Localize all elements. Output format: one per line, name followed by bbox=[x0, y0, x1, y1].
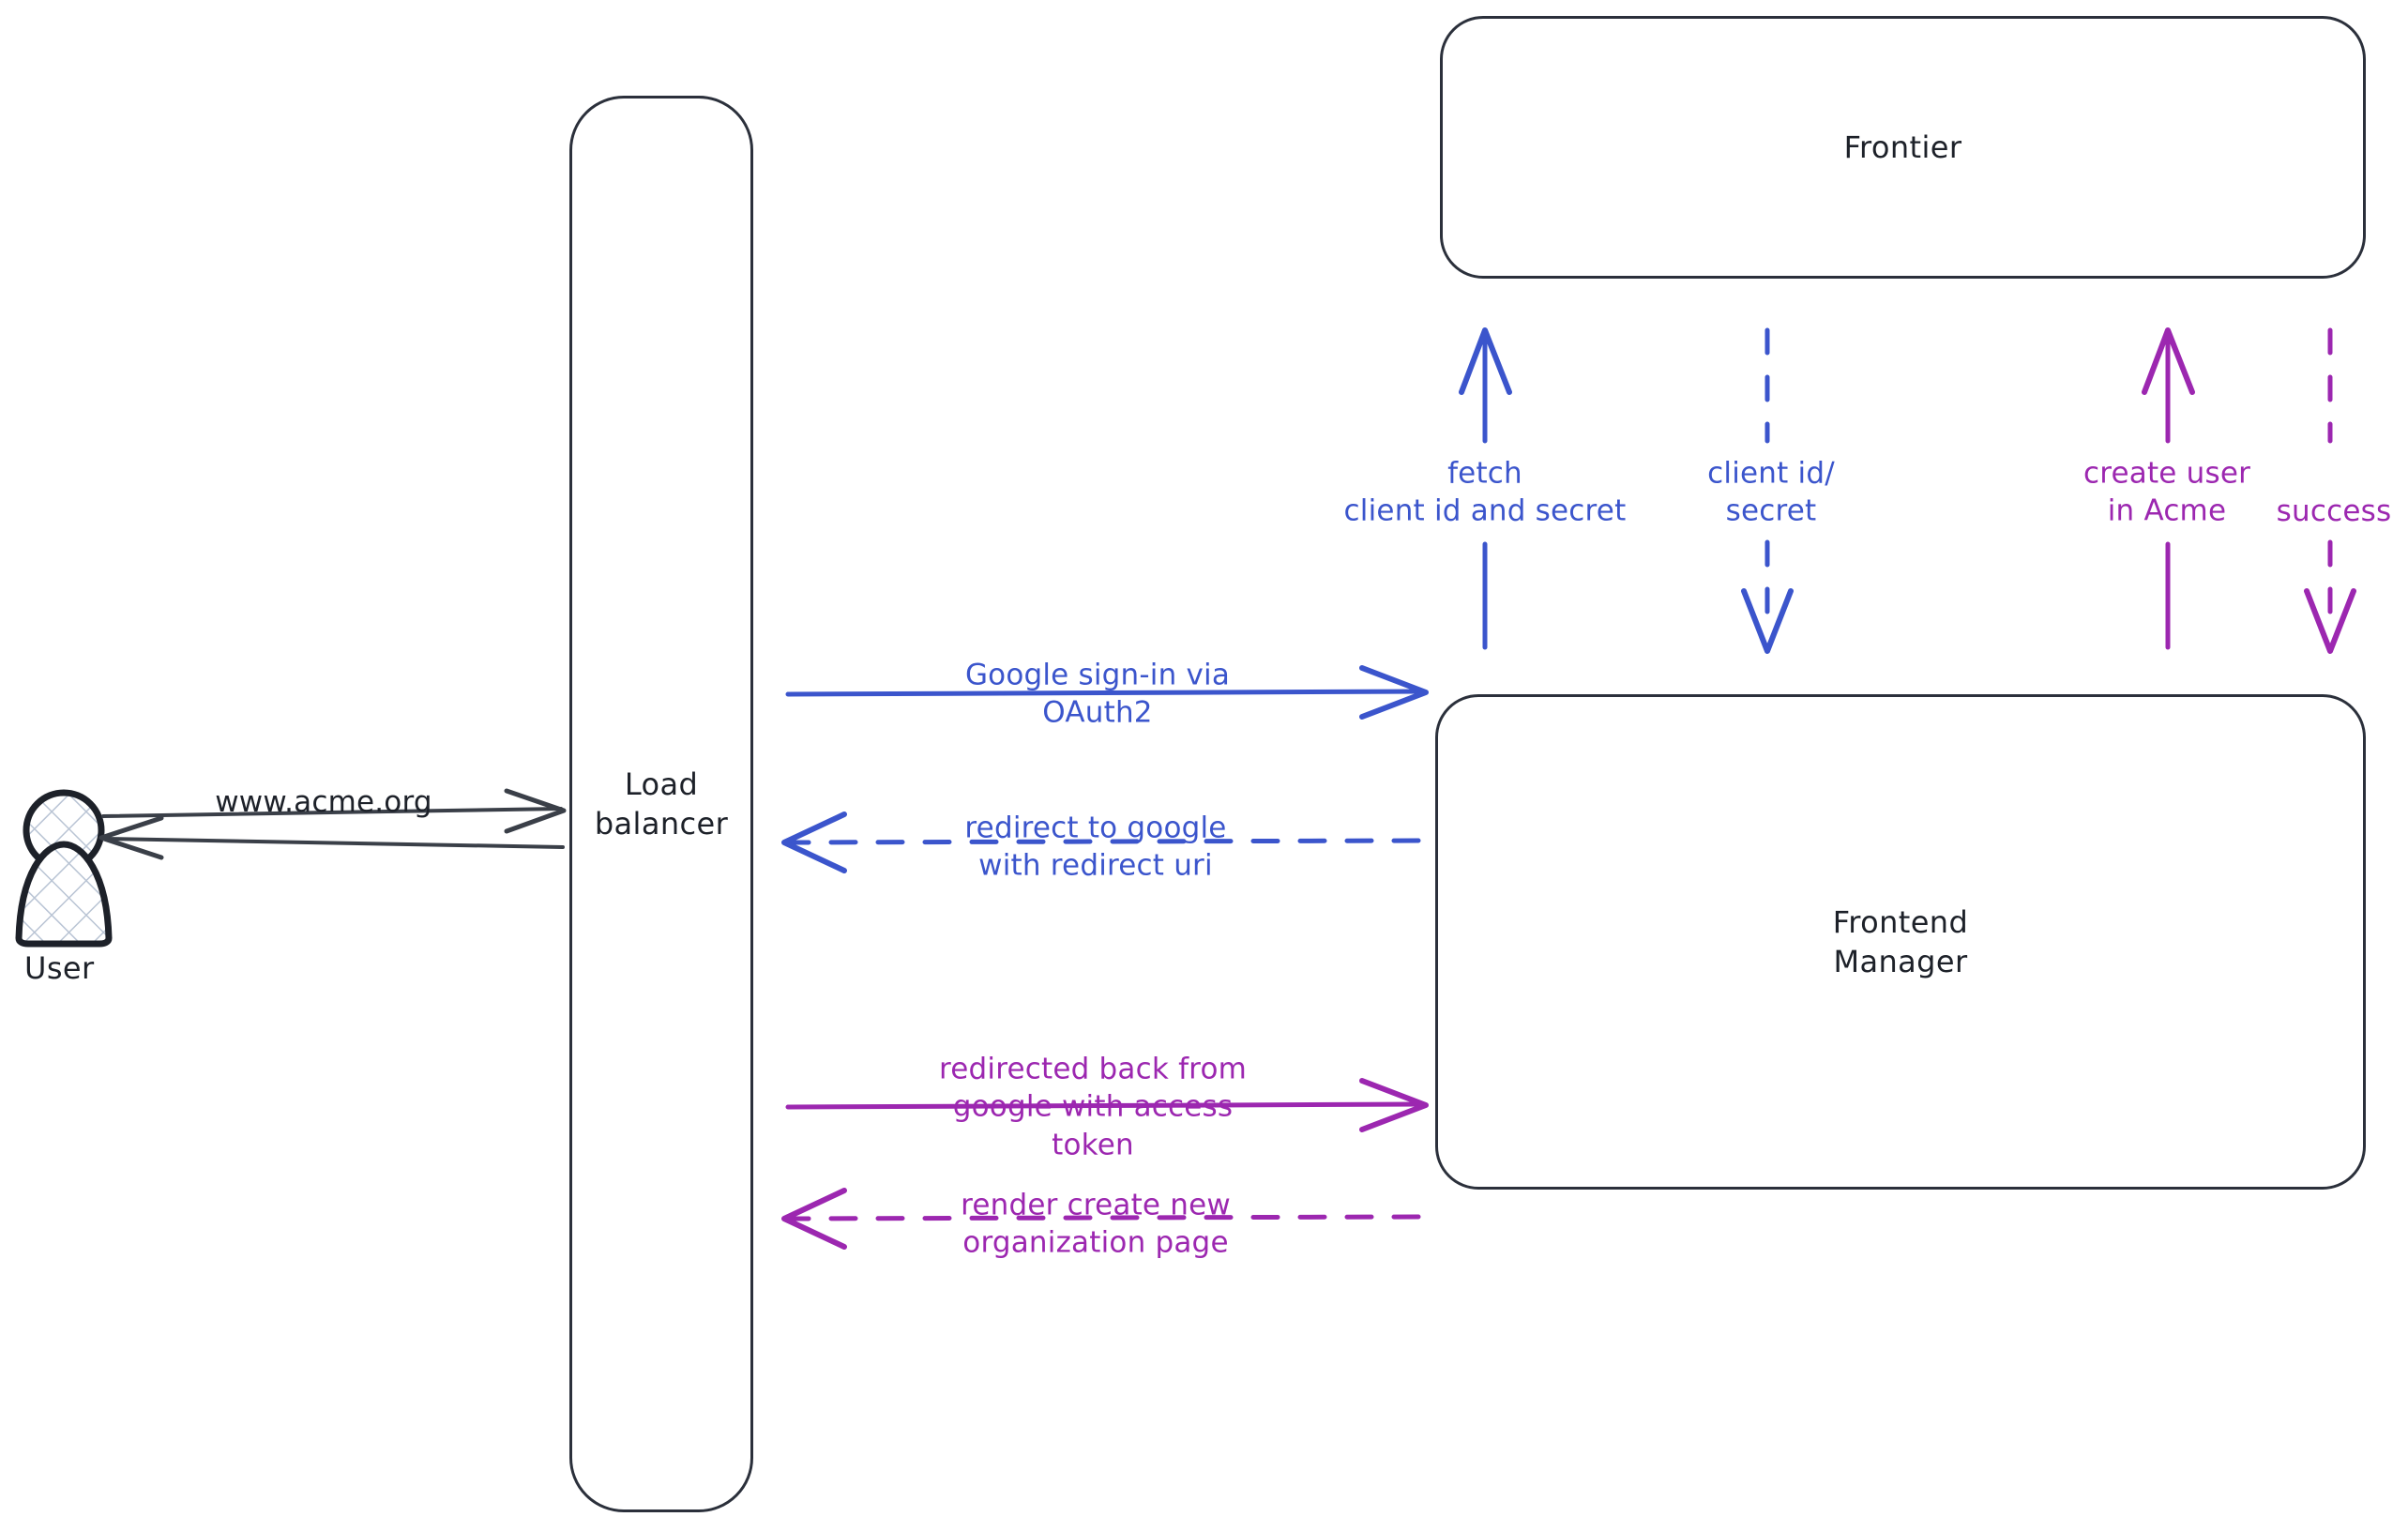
edge-lb-to-fm-signin-arrow bbox=[785, 665, 1429, 720]
node-frontend-manager-label: Frontend Manager bbox=[1832, 903, 1969, 979]
edge-fm-to-frontier-fetch-arrow bbox=[1459, 327, 1512, 650]
node-frontier[interactable]: Frontier bbox=[1440, 16, 2366, 279]
edge-frontier-to-fm-success-arrow bbox=[2304, 327, 2356, 654]
edge-fm-to-frontier-create-user-arrow bbox=[2142, 327, 2195, 650]
edge-lb-to-user-arrow bbox=[98, 815, 565, 860]
edge-user-to-lb-arrow bbox=[101, 788, 567, 834]
edge-lb-to-fm-token-arrow bbox=[785, 1078, 1429, 1132]
node-load-balancer-label: Load balancer bbox=[594, 766, 729, 842]
node-frontend-manager[interactable]: Frontend Manager bbox=[1435, 694, 2366, 1190]
edge-frontier-to-fm-creds-arrow bbox=[1741, 327, 1794, 654]
node-frontier-label: Frontier bbox=[1843, 129, 1962, 165]
edge-fm-to-lb-redirect-arrow bbox=[781, 812, 1421, 873]
edge-fm-to-lb-render-arrow bbox=[781, 1188, 1421, 1250]
user-actor-caption: User bbox=[24, 950, 95, 986]
node-load-balancer[interactable]: Load balancer bbox=[569, 96, 753, 1512]
user-actor-icon bbox=[15, 789, 113, 948]
